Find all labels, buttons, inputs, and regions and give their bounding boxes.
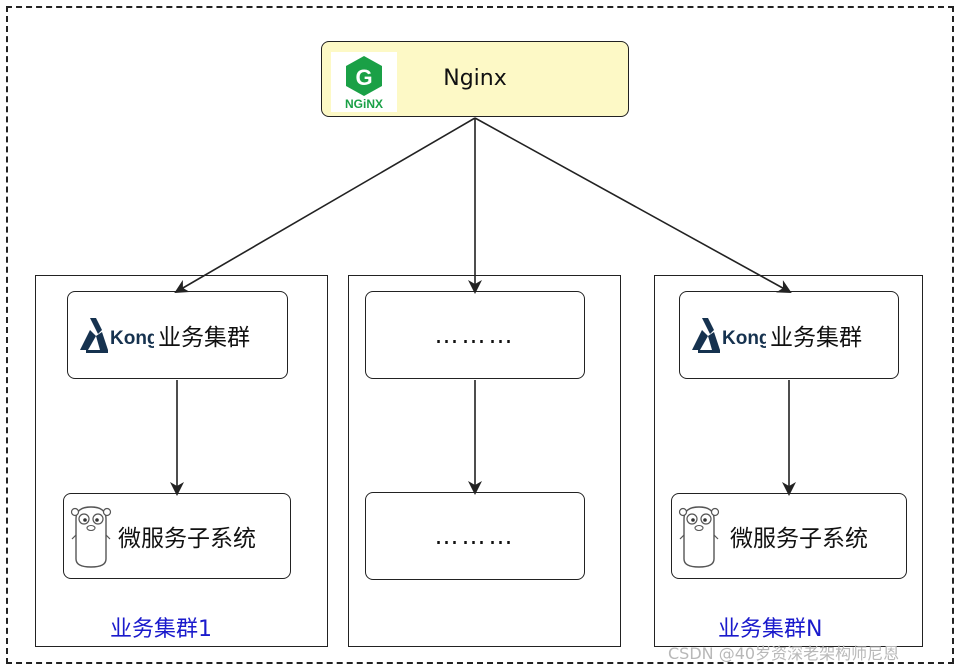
kong-logo-icon: Kong	[80, 318, 154, 353]
arrow-nginx-to-cluster-1	[174, 117, 476, 294]
gopher-icon	[70, 506, 112, 568]
watermark: CSDN @40岁资深老架构师尼恩	[668, 644, 900, 663]
kong-logo-text: Kong	[110, 328, 154, 349]
kong-logo-text: Kong	[722, 328, 766, 349]
service-label-1: 微服务子系统	[118, 526, 256, 552]
nginx-label: Nginx	[443, 66, 507, 91]
svg-text:G: G	[355, 65, 372, 90]
nginx-logo-icon: G NGiNX	[331, 52, 397, 112]
gateway-label-n: 业务集群	[770, 325, 862, 351]
placeholder-gateway-node: ………	[365, 291, 585, 379]
nginx-logo-text: NGiNX	[345, 97, 383, 111]
arrow-nginx-to-cluster-n	[474, 117, 792, 293]
gateway-node-1: Kong 业务集群	[67, 291, 288, 379]
service-node-n: 微服务子系统	[671, 493, 907, 579]
service-node-1: 微服务子系统	[63, 493, 291, 579]
gateway-label-1: 业务集群	[158, 325, 250, 351]
service-label-n: 微服务子系统	[730, 526, 868, 552]
placeholder-service-dots: ………	[434, 522, 516, 550]
cluster-caption-1: 业务集群1	[110, 617, 212, 642]
placeholder-service-node: ………	[365, 492, 585, 580]
cluster-caption-n: 业务集群N	[718, 617, 823, 642]
kong-logo-icon: Kong	[692, 318, 766, 353]
placeholder-gateway-dots: ………	[434, 321, 516, 349]
gateway-node-n: Kong 业务集群	[679, 291, 899, 379]
gopher-icon	[678, 506, 720, 568]
outer-boundary	[6, 6, 954, 664]
